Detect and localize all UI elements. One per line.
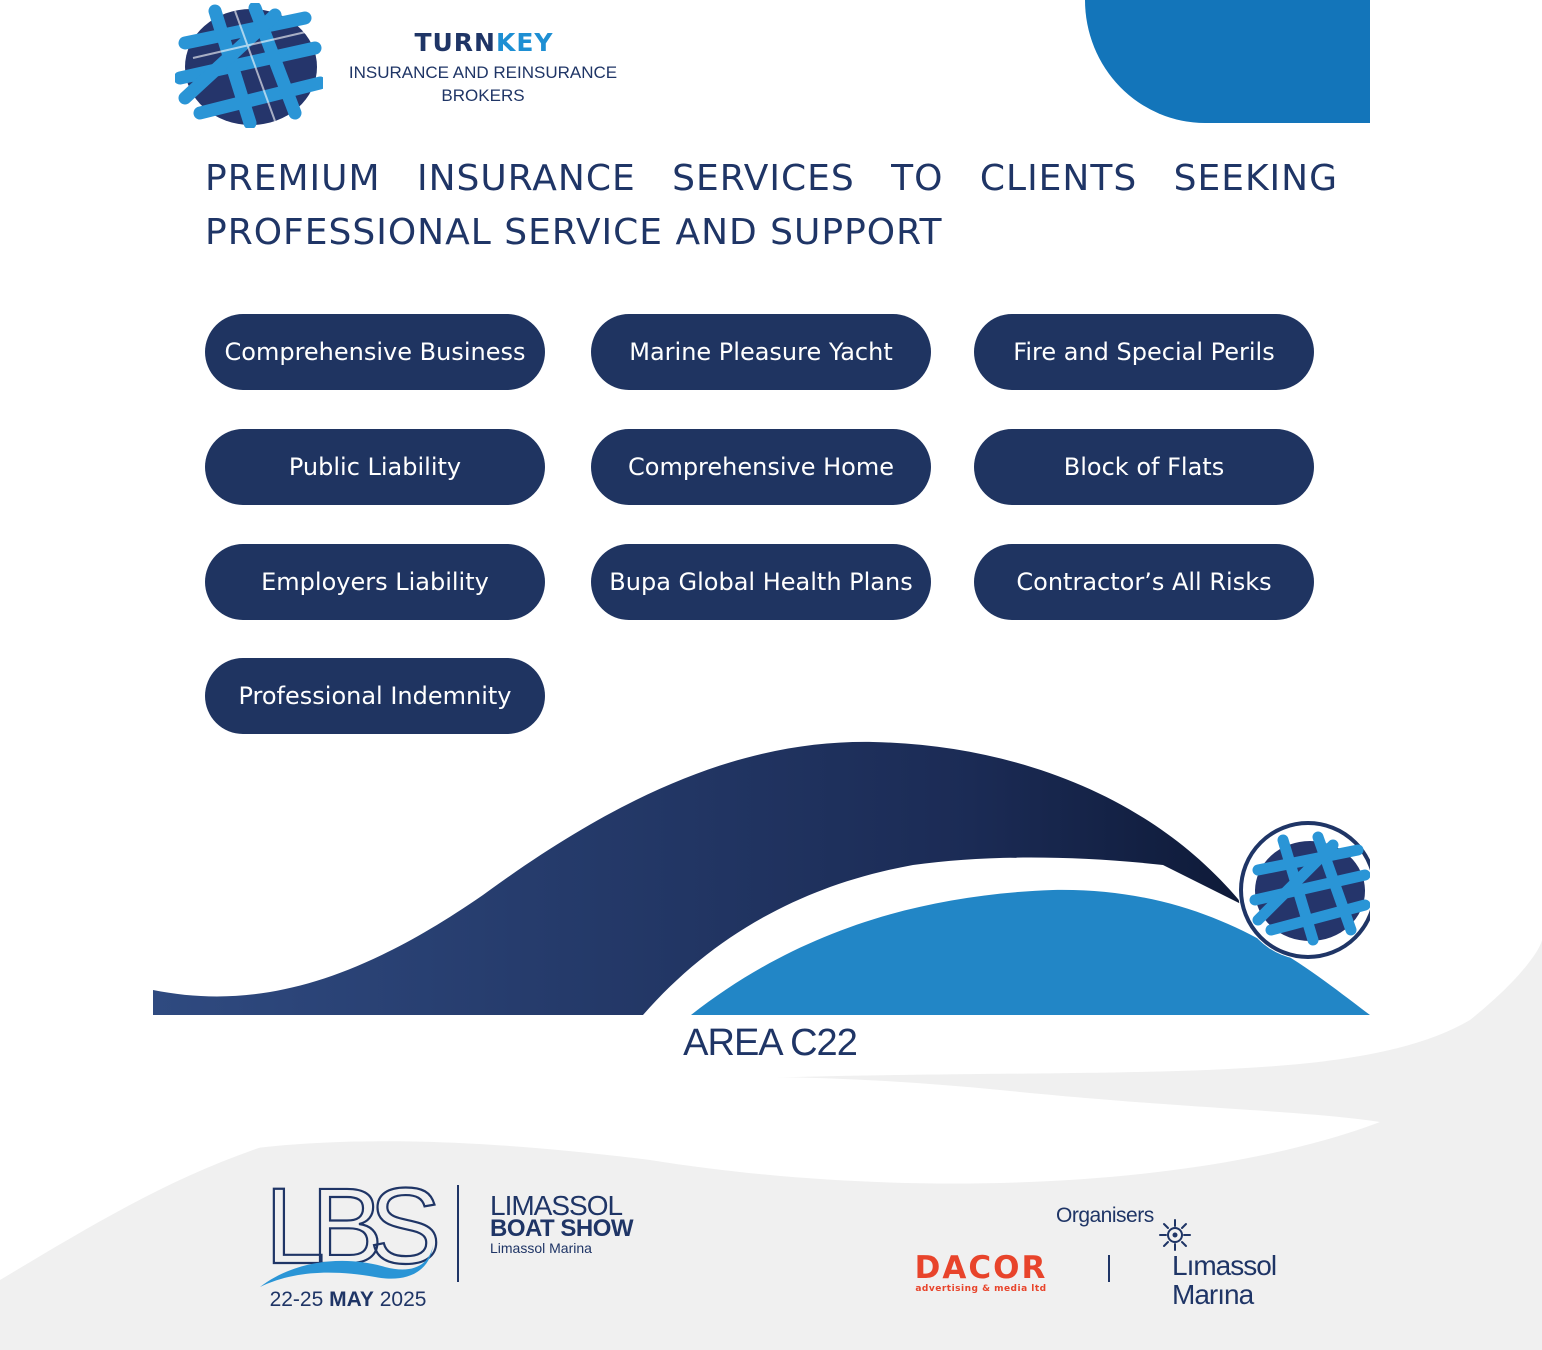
headline-line1: PREMIUM INSURANCE SERVICES TO CLIENTS SE…	[205, 158, 1338, 199]
wave-graphic	[153, 741, 1370, 1015]
brand-name-part2: KEY	[495, 28, 554, 57]
service-pill: Public Liability	[205, 429, 545, 505]
event-date: 22-25 MAY 2025	[258, 1288, 438, 1312]
globe-emblem	[1238, 820, 1370, 960]
event-date-month: MAY	[329, 1288, 374, 1311]
event-title-line3: Limassol Marina	[490, 1240, 592, 1256]
brand-subtitle-line1: INSURANCE AND REINSURANCE	[348, 63, 618, 82]
brand-subtitle-line2: BROKERS	[441, 86, 525, 105]
service-pill: Block of Flats	[974, 429, 1314, 505]
area-label: AREA C22	[683, 1022, 858, 1064]
event-date-days: 22-25	[269, 1288, 324, 1311]
lbs-logo: LBS	[260, 1175, 440, 1287]
headline: PREMIUM INSURANCE SERVICES TO CLIENTS SE…	[205, 152, 1338, 260]
headline-line2: PROFESSIONAL SERVICE AND SUPPORT	[205, 212, 943, 253]
corner-blue-shape	[1085, 0, 1370, 123]
service-pill: Comprehensive Business	[205, 314, 545, 390]
service-pill: Employers Liability	[205, 544, 545, 620]
brand-name: TURNKEY	[340, 28, 628, 57]
limassol-marina-line2: Marına	[1172, 1279, 1254, 1310]
service-pill: Marine Pleasure Yacht	[591, 314, 931, 390]
globe-logo-icon	[175, 3, 323, 128]
brand-name-part1: TURN	[414, 28, 496, 57]
event-title-line1: LIMASSOL	[490, 1190, 623, 1221]
event-title-line2: BOAT SHOW	[490, 1215, 634, 1242]
dacor-logo: DACOR	[914, 1250, 1048, 1286]
organisers-label: Organisers	[1056, 1204, 1154, 1227]
bottom-wave-background	[0, 940, 1542, 1350]
organisers-divider	[1108, 1255, 1110, 1282]
service-pill: Fire and Special Perils	[974, 314, 1314, 390]
lbs-divider	[457, 1185, 459, 1282]
helm-icon	[1159, 1219, 1191, 1251]
service-pill: Comprehensive Home	[591, 429, 931, 505]
dacor-tagline: advertising & media ltd	[915, 1284, 1047, 1294]
service-pill: Professional Indemnity	[205, 658, 545, 734]
limassol-marina-line1: Lımassol	[1172, 1250, 1277, 1281]
event-date-year: 2025	[379, 1288, 427, 1311]
brand-subtitle: INSURANCE AND REINSURANCE BROKERS	[330, 61, 636, 107]
service-pill: Contractor’s All Risks	[974, 544, 1314, 620]
service-pill: Bupa Global Health Plans	[591, 544, 931, 620]
